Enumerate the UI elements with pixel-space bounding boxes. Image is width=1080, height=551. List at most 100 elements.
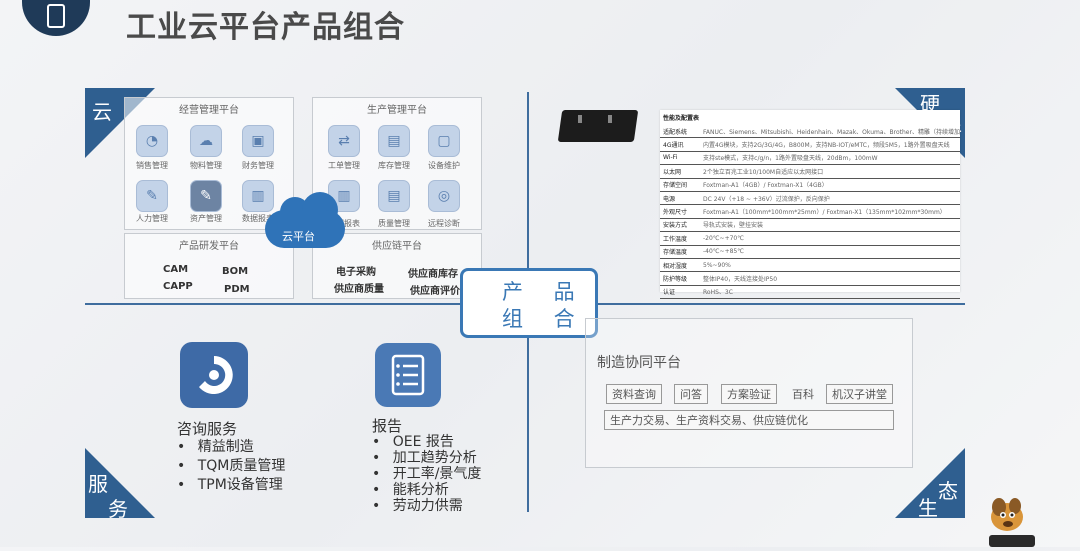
list-item: • 能耗分析 — [372, 482, 449, 498]
spec-value: 导轨式安装，壁挂安装 — [703, 222, 764, 230]
spec-key: 4G通讯 — [663, 142, 684, 150]
ecology-title: 制造协同平台 — [597, 355, 681, 371]
quadrant-label-ecology-1: 态 — [938, 479, 958, 503]
module-label: 工单管理 — [328, 161, 360, 170]
gateway-device-image — [557, 110, 639, 142]
sales-icon[interactable]: ◔ — [136, 125, 168, 157]
spec-key: 外观尺寸 — [663, 209, 688, 217]
module-label: 物料管理 — [190, 161, 222, 170]
rnd-item: CAPP — [163, 281, 193, 292]
rnd-platform-panel: 产品研发平台 — [124, 233, 294, 299]
spec-key: 以太网 — [663, 168, 682, 176]
spec-key: 相对湿度 — [663, 262, 688, 270]
quadrant-label-ecology-2: 生 — [918, 496, 938, 520]
tag-solution-verify[interactable]: 方案验证 — [721, 384, 777, 404]
module-label: 资产管理 — [190, 214, 222, 223]
reports-title: 报告 — [372, 417, 403, 435]
finance-icon[interactable]: ▣ — [242, 125, 274, 157]
supply-item: 供应商评价 — [410, 286, 460, 297]
spec-value: FANUC、Siemens、Mitsubishi、Heidenhain、Maza… — [703, 128, 960, 136]
antenna-connector-icon — [578, 115, 582, 123]
spec-value: 支持ste模式，支持c/g/n，1路外置吸盘天线，20dBm，100mW — [703, 155, 878, 163]
inventory-icon[interactable]: ▤ — [378, 125, 410, 157]
spec-value: Foxtman-A1（4GB）/ Foxtman-X1（4GB） — [703, 182, 828, 190]
quality-icon[interactable]: ▤ — [378, 180, 410, 212]
center-text-line2: 组 合 — [502, 307, 587, 331]
spec-row: 以太网 2个独立百兆工业10/100M自适应以太网接口 — [660, 165, 960, 179]
corner-service — [85, 448, 155, 518]
workorder-icon[interactable]: ⇄ — [328, 125, 360, 157]
spec-row: 适配系统 FANUC、Siemens、Mitsubishi、Heidenhain、… — [660, 125, 960, 139]
module-label: 质量管理 — [378, 219, 410, 228]
tag-data-query[interactable]: 资料查询 — [606, 384, 662, 404]
equipment-icon[interactable]: ▢ — [428, 125, 460, 157]
spec-key: 存储空间 — [663, 182, 688, 190]
consulting-list: • 精益制造 • TQM质量管理 • TPM设备管理 — [177, 438, 285, 495]
spec-table-title: 性能及配置表 — [663, 115, 700, 122]
spec-value: -40℃~+85℃ — [703, 248, 744, 256]
spec-row: 外观尺寸 Foxtman-A1（100mm*100mm*25mm）/ Foxtma… — [660, 205, 960, 219]
list-item: • 加工趋势分析 — [372, 450, 477, 466]
center-text-line1: 产 品 — [502, 280, 587, 304]
mascot-logo — [985, 495, 1040, 547]
spec-row: 4G通讯 内置4G模块，支持2G/3G/4G，B800M，支持NB-IOT/eMT… — [660, 138, 960, 152]
phone-icon — [47, 4, 65, 28]
tag-wiki[interactable]: 百科 — [792, 388, 814, 401]
spec-key: 适配系统 — [663, 128, 688, 136]
supply-item: 电子采购 — [336, 267, 376, 278]
tag-qa[interactable]: 问答 — [674, 384, 708, 404]
spec-key: 安装方式 — [663, 222, 688, 230]
module-label: 设备维护 — [428, 161, 460, 170]
asset-icon[interactable]: ✎ — [190, 180, 222, 212]
quadrant-label-cloud: 云 — [92, 100, 112, 124]
spec-key: 防护等级 — [663, 275, 688, 283]
list-item: • TPM设备管理 — [177, 477, 283, 493]
antenna-connector-icon — [608, 115, 612, 123]
spec-key: 工作温度 — [663, 235, 688, 243]
module-label: 库存管理 — [378, 161, 410, 170]
spec-row: 防护等级整体IP40，天线连接处IP50 — [660, 272, 960, 286]
remote-icon[interactable]: ◎ — [428, 180, 460, 212]
reports-list: • OEE 报告 • 加工趋势分析 • 开工率/景气度 • 能耗分析 • 劳动力… — [372, 434, 481, 514]
list-item: • 劳动力供需 — [372, 498, 463, 514]
supply-item: 供应商库存 — [408, 269, 458, 280]
spec-row: 存储温度-40℃~+85℃ — [660, 246, 960, 259]
list-item: • 开工率/景气度 — [372, 466, 482, 482]
spec-row: 工作温度 -20℃~+70℃ — [660, 232, 960, 246]
spec-value: 2个独立百兆工业10/100M自适应以太网接口 — [703, 168, 824, 176]
consulting-title: 咨询服务 — [177, 420, 238, 438]
spec-value: 5%~90% — [703, 261, 731, 269]
tag-trading[interactable]: 生产力交易、生产资料交易、供应链优化 — [604, 410, 894, 430]
business-platform-title: 经营管理平台 — [179, 105, 239, 116]
spec-table: 性能及配置表 适配系统 FANUC、Siemens、Mitsubishi、Heid… — [660, 110, 960, 300]
spec-value: DC 24V（+18 ~ +36V）过流保护，反向保护 — [703, 195, 830, 203]
list-item: • TQM质量管理 — [177, 458, 286, 474]
cloud-material-icon[interactable]: ☁ — [190, 125, 222, 157]
center-product-box — [460, 268, 598, 338]
page-title: 工业云平台产品组合 — [126, 10, 405, 45]
spec-value: Foxtman-A1（100mm*100mm*25mm）/ Foxtman-X1… — [703, 209, 946, 217]
module-label: 远程诊断 — [428, 219, 460, 228]
corner-ecology — [895, 448, 965, 518]
spec-value: 内置4G模块，支持2G/3G/4G，B800M，支持NB-IOT/eMTC，频段… — [703, 142, 950, 150]
tag-lecture[interactable]: 机汉子讲堂 — [826, 384, 893, 404]
list-item: • 精益制造 — [177, 439, 254, 455]
cloud-badge-label: 云平台 — [282, 230, 315, 243]
hr-icon[interactable]: ✎ — [136, 180, 168, 212]
module-label: 财务管理 — [242, 161, 274, 170]
spec-value: -20℃~+70℃ — [703, 234, 744, 242]
report-chart-icon[interactable]: ▥ — [242, 180, 274, 212]
production-platform-title: 生产管理平台 — [367, 105, 427, 116]
rnd-item: PDM — [224, 284, 250, 295]
module-label: 数据报表 — [242, 214, 274, 223]
quadrant-label-service-1: 服 — [88, 472, 108, 496]
spec-row: 安装方式 导轨式安装，壁挂安装 — [660, 219, 960, 233]
spec-row: 存储空间 Foxtman-A1（4GB）/ Foxtman-X1（4GB） — [660, 179, 960, 192]
supply-platform-title: 供应链平台 — [372, 241, 422, 252]
spec-row: 相对湿度 5%~90% — [660, 259, 960, 273]
list-item: • OEE 报告 — [372, 434, 454, 450]
spec-rows: 适配系统 FANUC、Siemens、Mitsubishi、Heidenhain、… — [660, 125, 960, 300]
rnd-platform-title: 产品研发平台 — [179, 241, 239, 252]
